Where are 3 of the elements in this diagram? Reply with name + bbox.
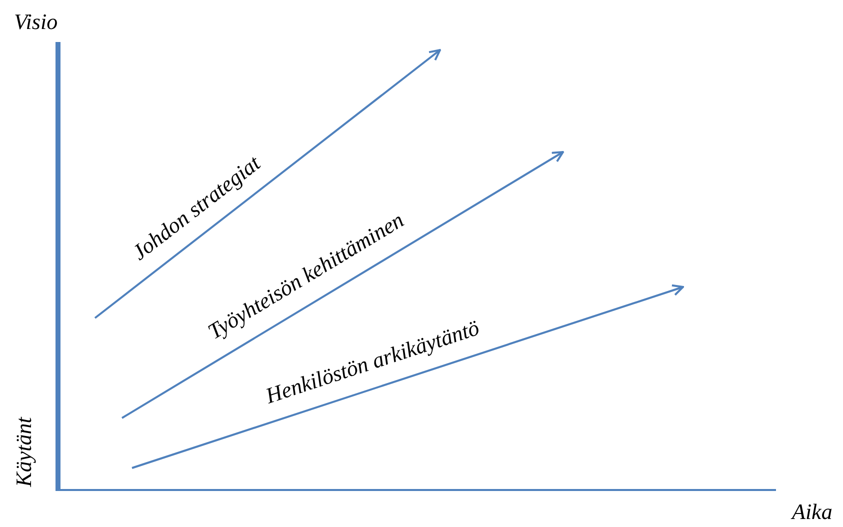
axis-label: Aika [792, 501, 832, 523]
axis-label: Käytänt [12, 417, 35, 487]
axis-label: Visio [14, 11, 58, 33]
